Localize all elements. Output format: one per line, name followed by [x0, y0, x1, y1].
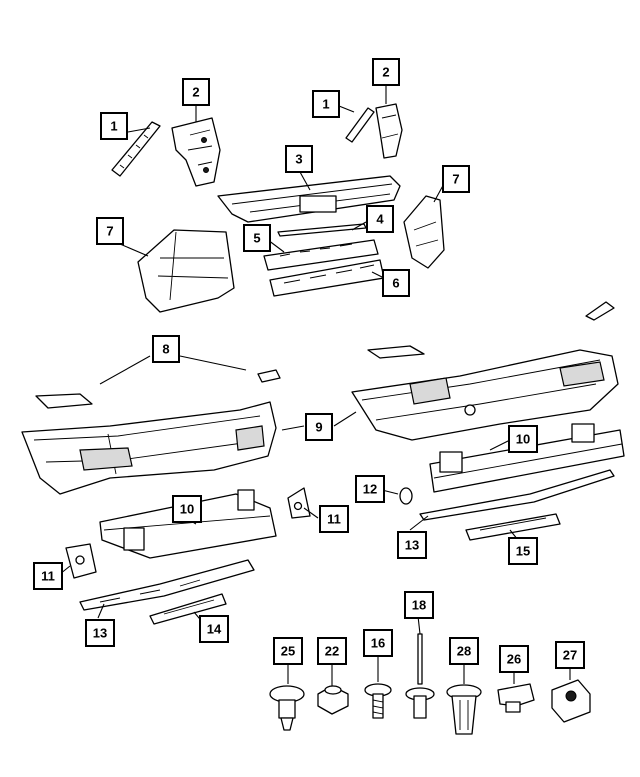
callout-10-left: 10 [172, 495, 202, 523]
callout-3: 3 [285, 145, 313, 173]
part-8-right-reflector [367, 301, 615, 359]
callout-number: 26 [507, 652, 521, 667]
part-18-rivet [405, 633, 435, 719]
part-1-left-strip [111, 121, 161, 177]
callout-number: 3 [295, 152, 302, 167]
callout-number: 9 [315, 420, 322, 435]
callout-14: 14 [199, 615, 229, 643]
callout-number: 11 [327, 512, 341, 527]
part-8-left-reflector [35, 393, 93, 409]
part-25-pushpin [269, 685, 305, 731]
part-10-right-beam [429, 423, 625, 493]
callout-13-left: 13 [85, 619, 115, 647]
callout-number: 12 [363, 482, 377, 497]
callout-10-right: 10 [508, 425, 538, 453]
callout-1-left: 1 [100, 112, 128, 140]
part-16-screw [364, 683, 392, 719]
callout-number: 28 [457, 644, 471, 659]
callout-27: 27 [555, 641, 585, 669]
callout-25: 25 [273, 637, 303, 665]
part-8-small-reflector [257, 369, 281, 383]
callout-number: 7 [106, 224, 113, 239]
callout-6: 6 [382, 269, 410, 297]
callout-number: 5 [253, 231, 260, 246]
callout-13-right: 13 [397, 531, 427, 559]
callout-number: 11 [41, 569, 55, 584]
part-11-right-bracket [287, 487, 311, 519]
callout-11-right: 11 [319, 505, 349, 533]
callout-1-right: 1 [312, 90, 340, 118]
callout-number: 15 [516, 544, 530, 559]
callout-number: 13 [93, 626, 107, 641]
callout-15: 15 [508, 537, 538, 565]
callout-number: 18 [412, 598, 426, 613]
callout-number: 14 [207, 622, 222, 637]
callout-7-right: 7 [442, 165, 470, 193]
callout-number: 25 [281, 644, 295, 659]
callout-number: 16 [371, 636, 385, 651]
callout-number: 13 [405, 538, 419, 553]
callout-number: 22 [325, 644, 339, 659]
callout-12: 12 [355, 475, 385, 503]
part-22-nut [317, 685, 349, 715]
callout-7-left: 7 [96, 217, 124, 245]
callout-number: 27 [563, 648, 577, 663]
callout-number: 7 [452, 172, 459, 187]
part-12-plug [399, 487, 413, 505]
callout-number: 10 [180, 502, 194, 517]
callout-number: 10 [516, 432, 530, 447]
part-13-left-trim [79, 559, 255, 611]
callout-number: 2 [382, 65, 389, 80]
part-7-right-bracket [403, 195, 445, 269]
part-1-right-strip [345, 107, 375, 143]
callout-number: 1 [322, 97, 329, 112]
callout-22: 22 [317, 637, 347, 665]
callout-4: 4 [366, 205, 394, 233]
left-bumper-fascia [21, 401, 277, 495]
callout-26: 26 [499, 645, 529, 673]
callout-number: 6 [392, 276, 399, 291]
callout-number: 1 [110, 119, 117, 134]
callout-11-left: 11 [33, 562, 63, 590]
part-14-cover [149, 593, 227, 625]
part-28-retainer [446, 684, 482, 735]
callout-18: 18 [404, 591, 434, 619]
part-5-absorber [263, 239, 379, 271]
part-15-cover [465, 513, 561, 541]
part-2-right-bracket [375, 103, 403, 159]
part-3-beam [217, 175, 401, 223]
part-2-left-bracket [171, 117, 221, 187]
callout-16: 16 [363, 629, 393, 657]
callout-number: 8 [162, 342, 169, 357]
right-bumper-fascia [351, 349, 619, 441]
callout-8: 8 [152, 335, 180, 363]
callout-number: 2 [192, 85, 199, 100]
part-7-left-panel [137, 229, 235, 313]
part-11-left-bracket [65, 543, 97, 579]
callout-5: 5 [243, 224, 271, 252]
part-13-right-trim [419, 469, 615, 521]
callout-2-left: 2 [182, 78, 210, 106]
callout-2-right: 2 [372, 58, 400, 86]
callout-28: 28 [449, 637, 479, 665]
part-27-u-nut [551, 679, 591, 723]
part-26-clip [497, 683, 535, 713]
callout-number: 4 [376, 212, 384, 227]
part-10-left-beam [99, 489, 277, 559]
callout-9: 9 [305, 413, 333, 441]
